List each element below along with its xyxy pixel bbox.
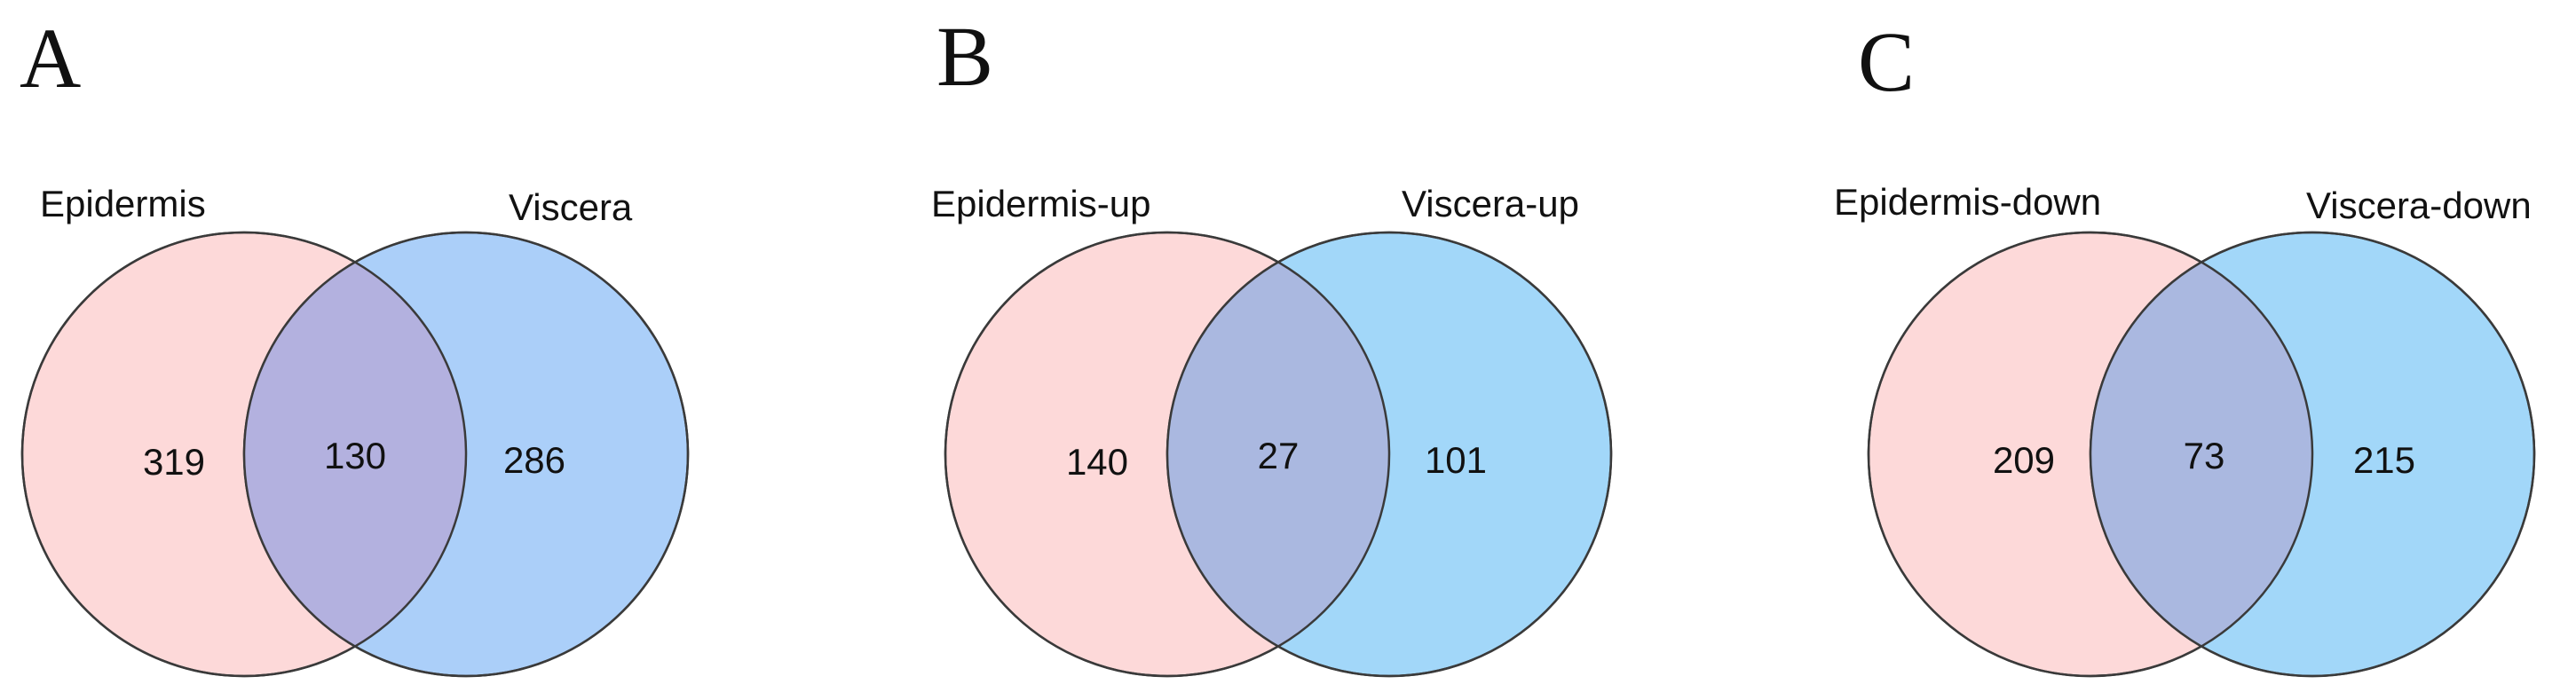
left-only-count: 209 (1993, 439, 2055, 481)
viscera-up-circle-outline (1166, 231, 1613, 678)
intersection-count: 73 (2184, 435, 2225, 476)
overlap-region (2090, 232, 2312, 676)
overlap-region (1167, 232, 1389, 676)
right-only-count: 101 (1425, 439, 1487, 481)
overlap-region (244, 232, 466, 676)
right-only-count: 215 (2353, 439, 2415, 481)
left-set-label: Epidermis (40, 183, 206, 224)
venn-panel-c: C Epidermis-down Viscera-down 209 73 215 (1834, 14, 2536, 678)
right-only-count: 286 (503, 439, 565, 481)
intersection-count: 130 (324, 435, 386, 476)
epidermis-circle-outline (20, 231, 468, 678)
venn-panel-b: B Epidermis-up Viscera-up 140 27 101 (931, 9, 1613, 678)
epidermis-up-circle-outline (944, 231, 1391, 678)
epidermis-down-circle-outline (1867, 231, 2314, 678)
viscera-down-circle-outline (2089, 231, 2536, 678)
panel-letter-c: C (1858, 14, 1915, 109)
left-only-count: 319 (143, 441, 205, 483)
right-set-label: Viscera-down (2306, 185, 2532, 226)
venn-panel-a: A Epidermis Viscera 319 130 286 (20, 11, 690, 678)
viscera-circle-outline (242, 231, 690, 678)
right-set-label: Viscera (509, 186, 633, 228)
left-set-label: Epidermis-up (931, 183, 1150, 224)
right-set-label: Viscera-up (1402, 183, 1579, 224)
intersection-count: 27 (1258, 435, 1300, 476)
panel-letter-b: B (936, 9, 993, 104)
left-only-count: 140 (1066, 441, 1128, 483)
panel-letter-a: A (20, 11, 81, 106)
left-set-label: Epidermis-down (1834, 181, 2101, 223)
